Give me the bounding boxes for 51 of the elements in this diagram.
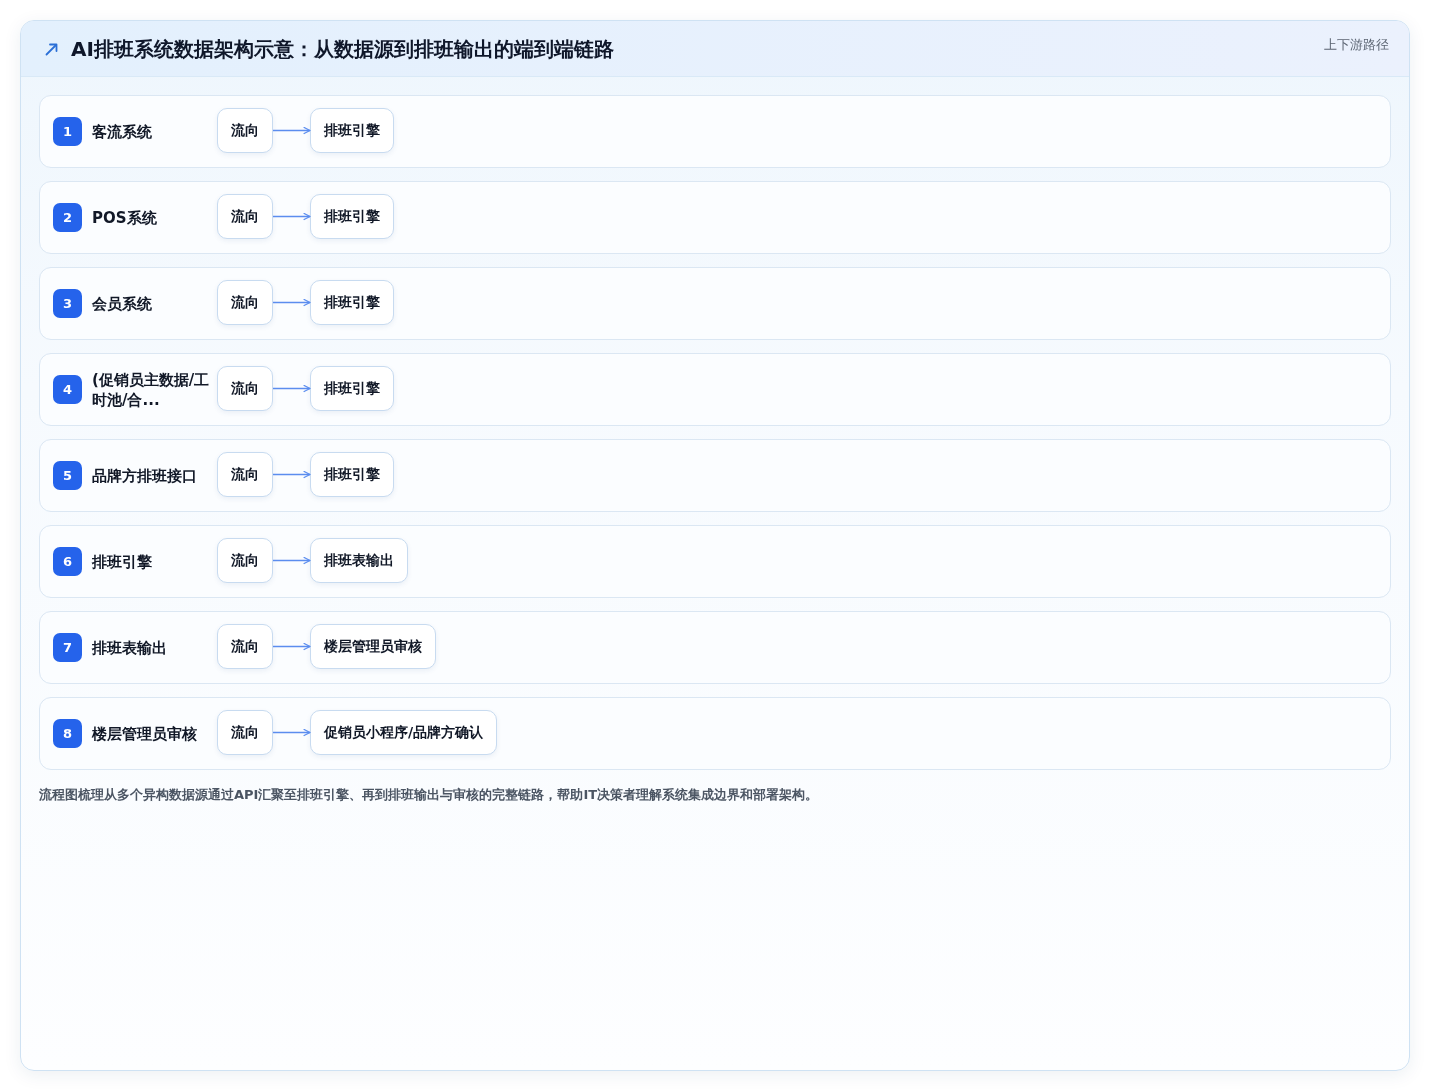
- arrow: [272, 728, 311, 737]
- row-card: [39, 267, 1391, 340]
- source-label: 会员系统: [92, 293, 152, 314]
- target-box: 促销员小程序/品牌方确认: [310, 710, 498, 755]
- arrow: [272, 642, 311, 651]
- target-box: 排班引擎: [310, 108, 394, 153]
- flow-box: 流向: [217, 538, 273, 583]
- number-badge: 4: [53, 375, 82, 404]
- source-label: (促销员主数据/工时池/合...: [92, 369, 211, 410]
- target-box: 排班表输出: [310, 538, 408, 583]
- row-card: [39, 353, 1391, 426]
- source-label: 客流系统: [92, 121, 152, 142]
- arrow: [272, 384, 311, 393]
- number-badge: 3: [53, 289, 82, 318]
- row-card: [39, 95, 1391, 168]
- flow-box: 流向: [217, 366, 273, 411]
- flow-box: 流向: [217, 108, 273, 153]
- number-badge: 6: [53, 547, 82, 576]
- source-label: 楼层管理员审核: [92, 723, 197, 744]
- caption: 流程图梳理从多个异构数据源通过API汇聚至排班引擎、再到排班输出与审核的完整链路，帮助IT决策者理解系统集成边界和部署架构。: [39, 786, 819, 803]
- arrow: [272, 212, 311, 221]
- row-card: [39, 439, 1391, 512]
- source-label: 品牌方排班接口: [92, 465, 197, 486]
- row-card: [39, 697, 1391, 770]
- number-badge: 8: [53, 719, 82, 748]
- arrow: [272, 470, 311, 479]
- target-box: 排班引擎: [310, 366, 394, 411]
- source-label: 排班引擎: [92, 551, 152, 572]
- target-box: 排班引擎: [310, 280, 394, 325]
- target-box: 楼层管理员审核: [310, 624, 436, 669]
- source-label: 排班表输出: [92, 637, 167, 658]
- flow-box: 流向: [217, 194, 273, 239]
- target-box: 排班引擎: [310, 194, 394, 239]
- flow-box: 流向: [217, 452, 273, 497]
- arrow: [272, 298, 311, 307]
- number-badge: 1: [53, 117, 82, 146]
- source-label: POS系统: [92, 207, 157, 228]
- flow-box: 流向: [217, 624, 273, 669]
- arrow: [272, 556, 311, 565]
- number-badge: 7: [53, 633, 82, 662]
- number-badge: 5: [53, 461, 82, 490]
- title: AI排班系统数据架构示意：从数据源到排班输出的端到端链路: [71, 37, 614, 61]
- header-tag: 上下游路径: [1324, 36, 1389, 53]
- number-badge: 2: [53, 203, 82, 232]
- flow-box: 流向: [217, 710, 273, 755]
- target-box: 排班引擎: [310, 452, 394, 497]
- row-card: [39, 611, 1391, 684]
- row-card: [39, 525, 1391, 598]
- flow-box: 流向: [217, 280, 273, 325]
- arrow: [272, 126, 311, 135]
- row-card: [39, 181, 1391, 254]
